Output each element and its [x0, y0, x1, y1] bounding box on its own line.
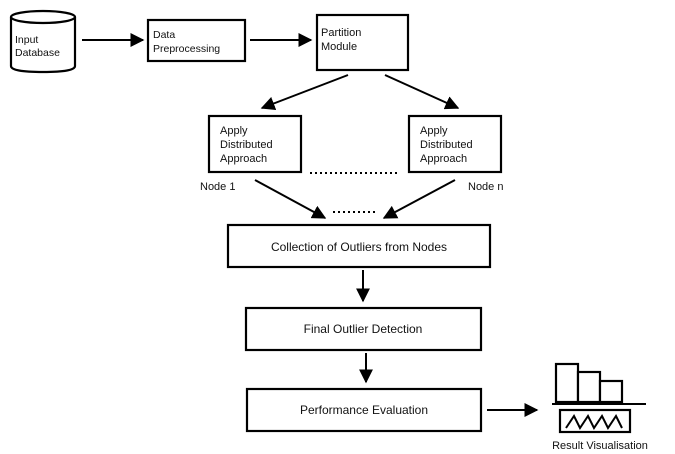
- node-n-box-line1: Apply: [420, 125, 448, 137]
- result-visualisation-label: Result Visualisation: [552, 440, 648, 452]
- arrow-node1-to-collection: [254, 179, 327, 219]
- collection-node: Collection of Outliers from Nodes: [226, 223, 492, 269]
- performance-node: Performance Evaluation: [245, 387, 483, 433]
- partition-module-label-line2: Module: [321, 41, 357, 53]
- node-n-box: Apply Distributed Approach: [407, 114, 503, 174]
- performance-label: Performance Evaluation: [300, 403, 428, 417]
- data-preprocessing-label-line1: Data: [153, 29, 175, 41]
- node-1-box-line1: Apply: [220, 125, 248, 137]
- result-visualisation-icon: [552, 362, 646, 434]
- arrow-noden-to-collection: [382, 179, 456, 219]
- node-n-box-line2: Distributed: [420, 139, 473, 151]
- input-database-label-line2: Database: [15, 47, 60, 59]
- data-preprocessing-label-line2: Preprocessing: [153, 43, 220, 55]
- input-database-label-line1: Input: [15, 34, 38, 46]
- node-1-box: Apply Distributed Approach: [207, 114, 303, 174]
- collection-label: Collection of Outliers from Nodes: [271, 240, 447, 254]
- final-detection-label: Final Outlier Detection: [304, 322, 423, 336]
- arrow-partition-to-node1: [260, 74, 349, 111]
- input-database-node: Input Database: [9, 9, 77, 74]
- database-cylinder-icon: [9, 17, 77, 74]
- partition-module-label-line1: Partition: [321, 27, 361, 39]
- node-n-box-line3: Approach: [420, 153, 467, 165]
- node-1-box-line3: Approach: [220, 153, 267, 165]
- final-detection-node: Final Outlier Detection: [244, 306, 483, 352]
- partition-module-node: Partition Module: [315, 13, 410, 72]
- node-1-box-line2: Distributed: [220, 139, 273, 151]
- data-preprocessing-node: Data Preprocessing: [146, 18, 247, 63]
- arrow-partition-to-noden: [384, 74, 460, 110]
- node-1-label: Node 1: [200, 181, 235, 193]
- node-n-label: Node n: [468, 181, 503, 193]
